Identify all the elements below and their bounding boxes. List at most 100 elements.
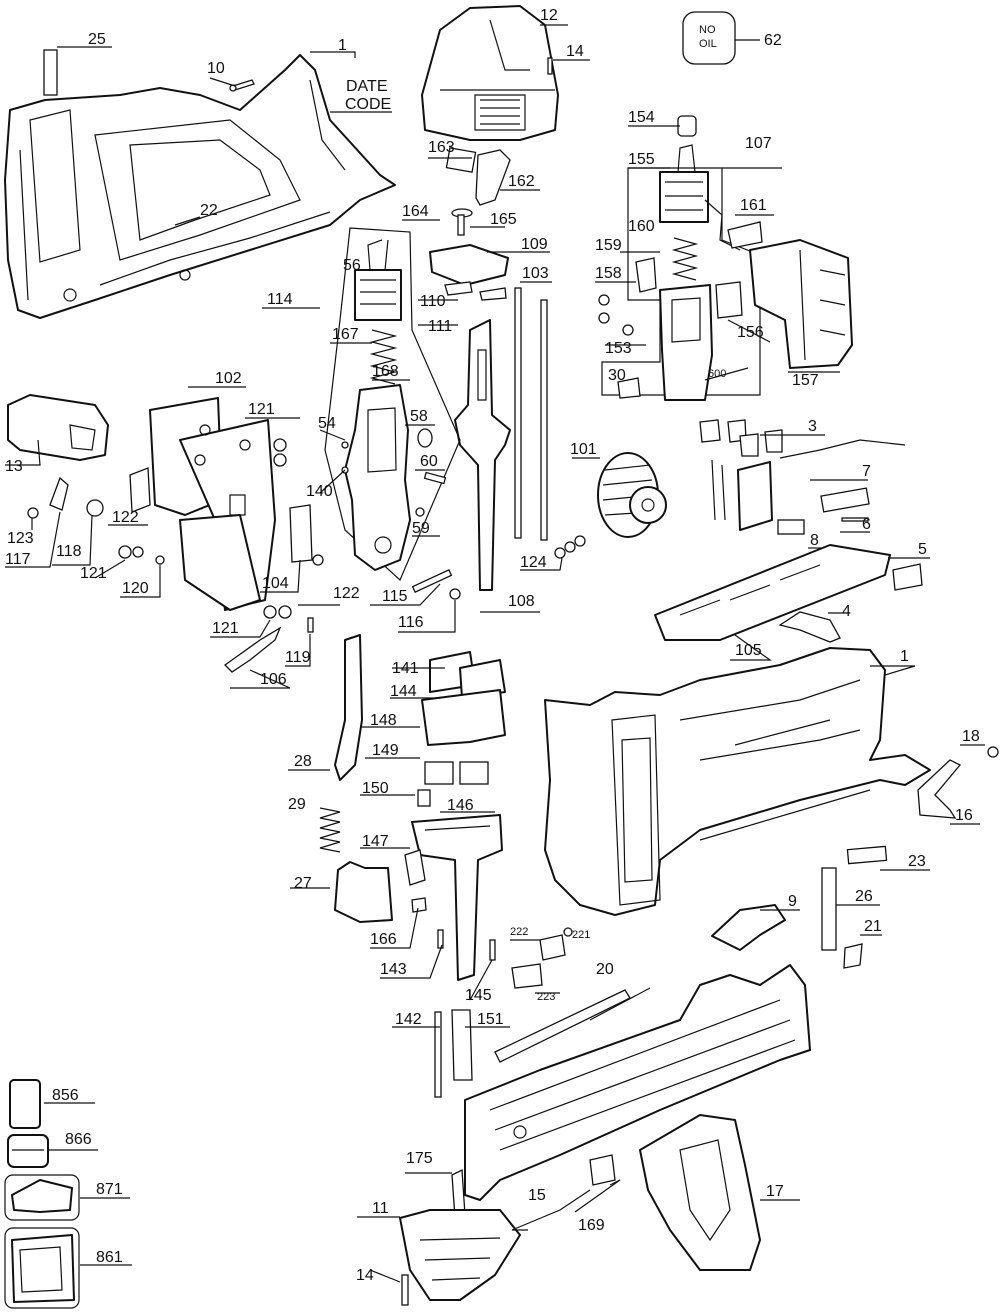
strip-26 <box>821 867 837 951</box>
callout-29: 29 <box>288 796 306 813</box>
callout-148: 148 <box>370 712 397 729</box>
callout-175: 175 <box>406 1150 433 1167</box>
callout-149: 149 <box>372 742 399 759</box>
block-150 <box>417 789 431 807</box>
washer-122b <box>312 554 324 566</box>
callout-59: 59 <box>412 520 430 537</box>
tab-21 <box>843 943 863 969</box>
callout-23: 23 <box>908 853 926 870</box>
valve-body-153 <box>659 284 713 401</box>
clip-16 <box>917 759 962 819</box>
screw-59 <box>415 507 425 517</box>
callout-159: 159 <box>595 237 622 254</box>
callout-15: 15 <box>528 1187 546 1204</box>
callout-122-a: 122 <box>112 509 139 526</box>
pin-165 <box>457 214 465 236</box>
callout-103: 103 <box>522 265 549 282</box>
washer-121-3 <box>273 438 287 452</box>
clip-159 <box>635 257 657 293</box>
nut-124b <box>564 541 576 553</box>
callout-11: 11 <box>372 1200 389 1217</box>
bracket-162 <box>475 149 511 206</box>
nose-piece-11 <box>399 1209 521 1301</box>
housing-insert-157 <box>749 239 853 369</box>
tab-169 <box>589 1154 616 1186</box>
pin-14-top <box>547 57 553 75</box>
callout-141: 141 <box>392 660 419 677</box>
callout-101: 101 <box>570 441 597 458</box>
callout-160: 160 <box>628 218 655 235</box>
ring-116 <box>449 588 461 600</box>
callout-7: 7 <box>862 463 871 480</box>
block-222 <box>539 934 566 961</box>
callout-107: 107 <box>745 135 772 152</box>
board-7 <box>820 487 870 513</box>
callout-142: 142 <box>395 1011 422 1028</box>
callout-109: 109 <box>521 236 548 253</box>
nut-124c <box>574 535 586 547</box>
lever-117 <box>49 476 69 511</box>
screw-120 <box>155 555 165 565</box>
oring-118 <box>86 499 104 517</box>
bushing-58 <box>417 428 433 448</box>
block-149b <box>459 761 489 785</box>
callout-143: 143 <box>380 961 407 978</box>
callout-223: 223 <box>537 991 555 1003</box>
clip-5 <box>892 563 923 591</box>
battery-856 <box>9 1079 41 1129</box>
callout-169: 169 <box>578 1217 605 1234</box>
callout-123: 123 <box>7 530 34 547</box>
skid-17 <box>639 1114 761 1271</box>
case-861 <box>4 1227 80 1309</box>
callout-144: 144 <box>390 683 417 700</box>
switch-8 <box>777 519 805 535</box>
detail-600 <box>704 367 749 381</box>
latch-9 <box>711 904 786 951</box>
lever-106 <box>223 626 282 673</box>
guide-28 <box>334 634 363 781</box>
housing-half-right <box>544 647 931 916</box>
callout-6: 6 <box>862 516 871 533</box>
callout-861: 861 <box>96 1249 123 1266</box>
callout-20: 20 <box>596 961 614 978</box>
callout-18: 18 <box>962 728 980 745</box>
callout-27: 27 <box>294 875 312 892</box>
washer-121-4 <box>273 453 287 467</box>
leader-lines <box>5 24 985 1283</box>
callout-221: 221 <box>572 929 590 941</box>
trigger-frame-168 <box>344 384 411 571</box>
connector-161 <box>727 221 763 249</box>
callout-140: 140 <box>306 483 333 500</box>
callout-124: 124 <box>520 554 547 571</box>
cap-154 <box>677 115 697 137</box>
callout-119: 119 <box>285 649 311 666</box>
housing-half-left <box>4 54 396 319</box>
label-strip-25 <box>43 49 58 96</box>
callout-856: 856 <box>52 1087 79 1104</box>
callout-9: 9 <box>788 893 797 910</box>
callout-12: 12 <box>540 7 558 24</box>
screw-119 <box>307 617 314 633</box>
link-104 <box>289 504 313 563</box>
callout-122-b: 122 <box>333 585 360 602</box>
label-23 <box>846 845 888 865</box>
callout-114: 114 <box>267 291 293 308</box>
callout-866: 866 <box>65 1131 92 1148</box>
callout-162: 162 <box>508 173 535 190</box>
spring-29 <box>319 807 341 853</box>
block-149a <box>424 761 454 785</box>
callout-158: 158 <box>595 265 622 282</box>
screw-123 <box>27 507 39 519</box>
assembly-148 <box>421 689 506 746</box>
spring-147 <box>404 849 426 886</box>
charger-871 <box>4 1174 80 1221</box>
callout-163: 163 <box>428 139 455 156</box>
callout-871: 871 <box>96 1181 123 1198</box>
callout-118: 118 <box>56 543 82 560</box>
callout-166: 166 <box>370 931 397 948</box>
washer-121-5 <box>263 605 277 619</box>
rod-103a <box>514 287 522 539</box>
callout-121-b: 121 <box>80 565 107 582</box>
pcb-105 <box>654 544 891 641</box>
